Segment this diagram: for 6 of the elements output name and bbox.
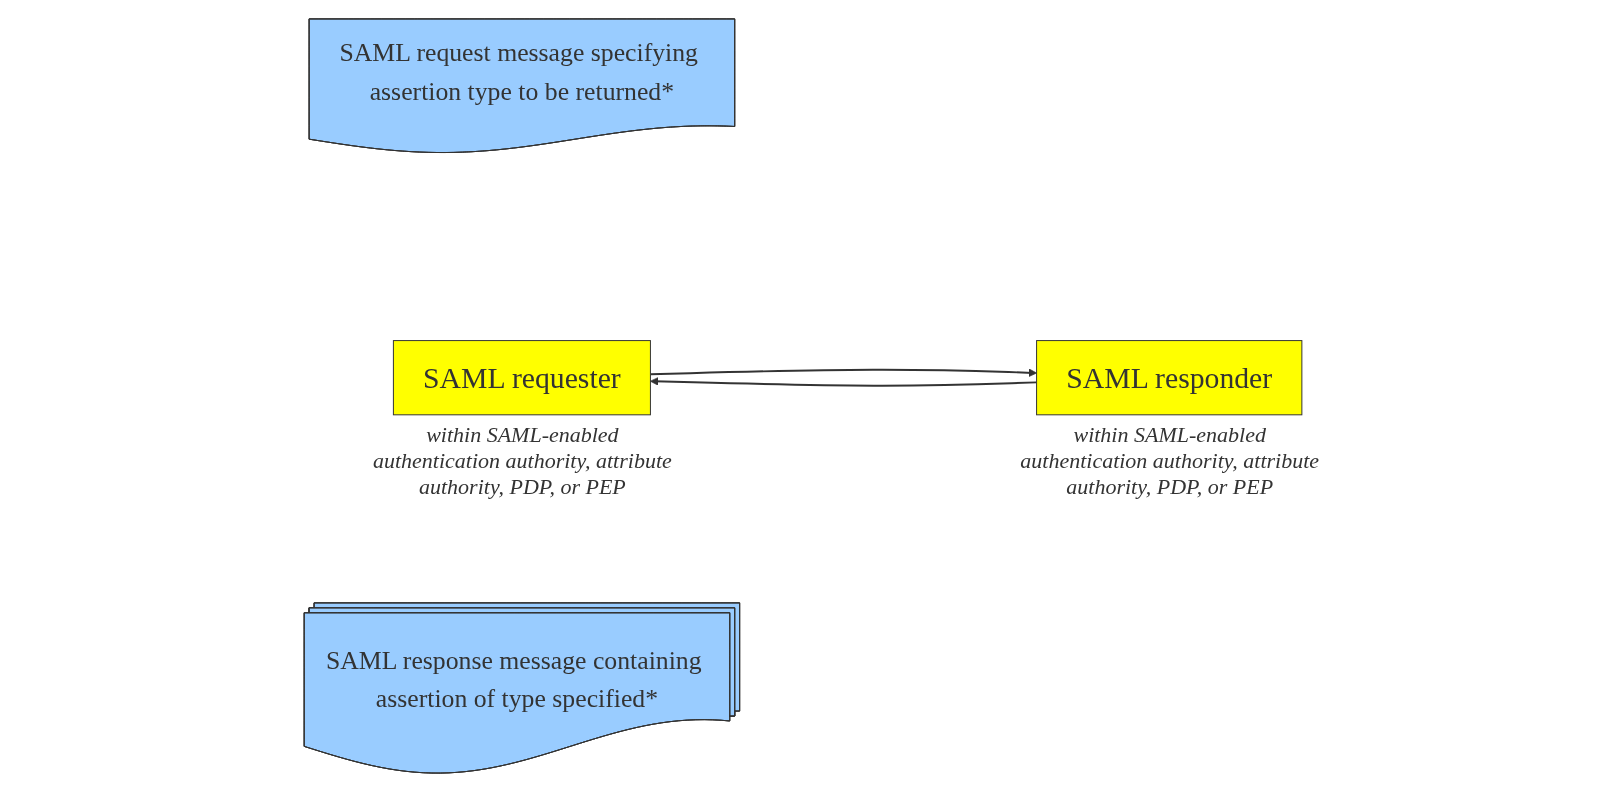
node-box: SAML requester xyxy=(393,339,652,415)
node-caption: within SAML-enabled authentication authority, attribute authority, PDP, or PEP xyxy=(371,422,673,501)
node-box: SAML responder xyxy=(1036,339,1303,415)
arrow xyxy=(650,376,1039,387)
node-caption: within SAML-enabled authentication authority, attribute authority, PDP, or PEP xyxy=(1019,422,1321,501)
arrow xyxy=(649,367,1038,377)
